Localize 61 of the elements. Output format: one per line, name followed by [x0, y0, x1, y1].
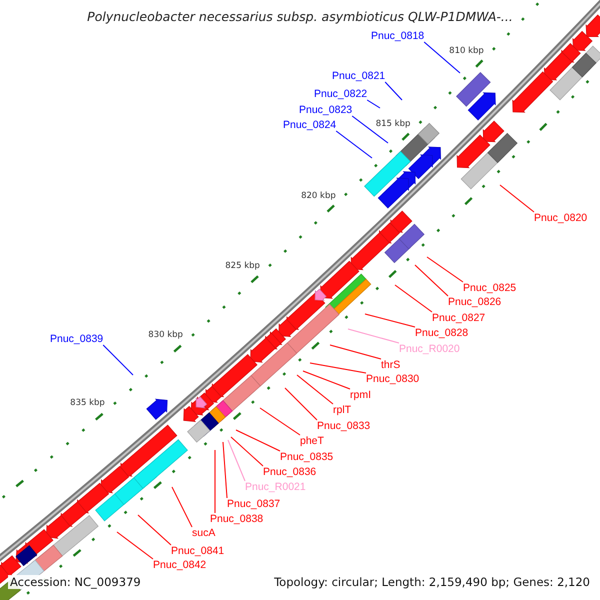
scale-label: 825 kbp	[225, 260, 260, 271]
leader-line	[296, 374, 334, 404]
scale-label: 835 kbp	[70, 398, 105, 408]
gene-label: pheT	[300, 435, 324, 447]
gene-label: Pnuc_0842	[153, 559, 206, 571]
leader-line	[302, 370, 350, 390]
leader-line	[364, 314, 416, 328]
gene-label: Pnuc_0839	[50, 333, 104, 345]
leader-line	[228, 440, 246, 482]
scale-label: 815 kbp	[376, 118, 410, 129]
gene-label: Pnuc_0837	[227, 498, 280, 510]
scale-label: 810 kbp	[449, 46, 484, 56]
leader-line	[102, 344, 134, 376]
gene-label: Pnuc_0820	[534, 212, 588, 224]
gene-label: thrS	[381, 359, 400, 371]
leader-line	[222, 442, 228, 498]
leader-line	[214, 450, 216, 514]
leader-line	[500, 184, 534, 212]
gene-label: Pnuc_0830	[366, 373, 420, 385]
leader-line	[330, 344, 382, 360]
gene-label: Pnuc_0824	[283, 119, 336, 131]
gene-label: Pnuc_0841	[171, 545, 224, 557]
gene-label: Pnuc_0838	[210, 513, 264, 525]
leader-line	[310, 362, 366, 374]
leader-line	[348, 328, 400, 344]
footer-text: Topology: circular; Length: 2,159,490 bp; Genes: 2,120	[272, 575, 592, 589]
gene-label: Pnuc_0826	[448, 296, 502, 308]
gene-label: Pnuc_R0021	[245, 481, 306, 493]
leader-line	[284, 388, 318, 420]
leader-line	[236, 430, 280, 452]
gene-label: Pnuc_0821	[332, 70, 386, 82]
gene-label: Pnuc_0818	[371, 30, 424, 42]
gene-label: Pnuc_0836	[263, 466, 316, 478]
gene-label: Pnuc_R0020	[399, 343, 460, 355]
gene-label: sucA	[192, 527, 216, 539]
gene-label: Pnuc_0833	[317, 420, 370, 432]
leader-line	[260, 408, 300, 436]
leader-line	[336, 130, 372, 158]
gene-label: Pnuc_0827	[432, 312, 486, 324]
leader-line	[352, 116, 388, 144]
gene-label: Pnuc_0825	[463, 282, 516, 294]
leader-line	[384, 82, 402, 100]
leader-line	[394, 284, 432, 312]
gene-label: Pnuc_0828	[415, 327, 468, 339]
leader-line	[230, 436, 264, 466]
leader-line	[366, 100, 380, 108]
leader-line	[116, 532, 154, 560]
footer-text: Accession: NC_009379	[8, 575, 143, 589]
gene-label: Pnuc_0835	[280, 451, 334, 463]
scale-label: 820 kbp	[301, 190, 336, 201]
leader-line	[424, 42, 460, 74]
gene-label: Pnuc_0822	[314, 88, 368, 100]
leader-line	[172, 486, 192, 528]
leader-line	[414, 264, 448, 296]
leader-line	[426, 256, 464, 282]
title: Polynucleobacter necessarius subsp. asymbioticus QLW-P1DMWA-...	[87, 9, 513, 24]
scale-label: 830 kbp	[148, 330, 183, 340]
leader-line	[138, 514, 172, 546]
gene-label: rplT	[333, 404, 352, 416]
gene-label: Pnuc_0823	[299, 104, 352, 116]
gene-label: rpmI	[350, 389, 371, 401]
